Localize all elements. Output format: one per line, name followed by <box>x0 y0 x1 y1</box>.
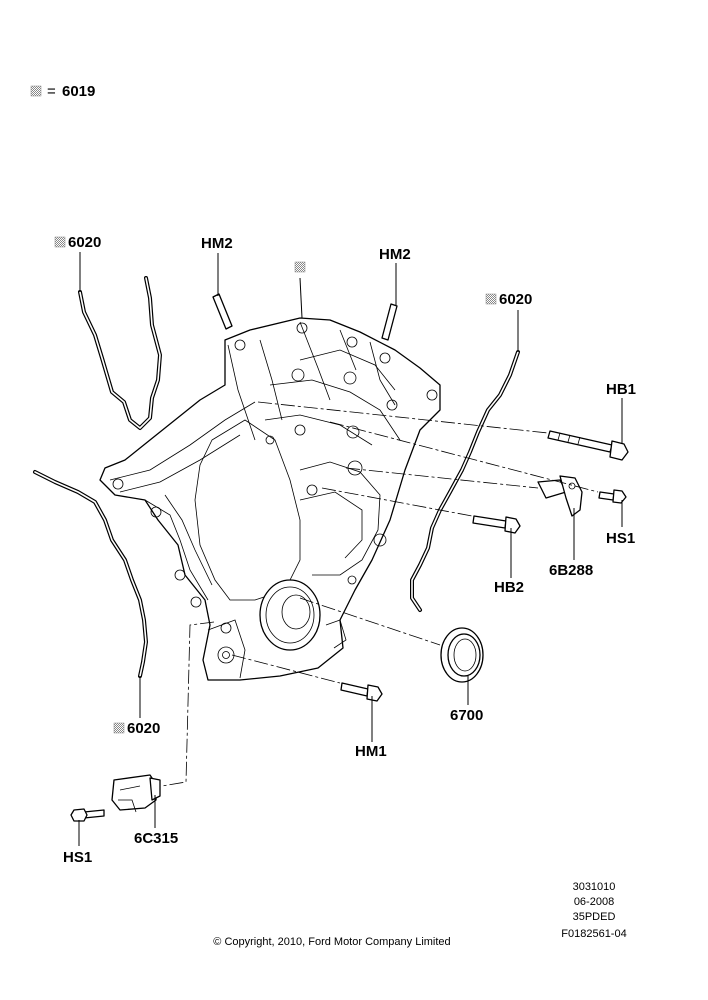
label-6700: 6700 <box>450 707 483 724</box>
info-line-1: 3031010 <box>573 881 616 893</box>
label-hb2: HB2 <box>494 579 524 596</box>
bolt-hs1-right <box>598 489 627 504</box>
info-line-4: F0182561-04 <box>561 928 626 940</box>
gasket-right <box>410 350 520 612</box>
legend-part-number: 6019 <box>62 83 95 100</box>
sealant-square-icon <box>54 236 66 248</box>
legend: = 6019 <box>30 83 95 100</box>
label-hm2-left: HM2 <box>201 235 233 252</box>
bolt-hm1 <box>340 682 383 702</box>
label-6020-bottom-left: 6020 <box>127 720 160 737</box>
front-seal <box>440 627 484 683</box>
label-hb1: HB1 <box>606 381 636 398</box>
dowel-right <box>381 303 398 341</box>
callout-labels: 6020 HM2 HM2 6020 HB1 HS1 6B288 HB2 6700… <box>54 234 636 866</box>
dowel-left <box>212 293 233 330</box>
leader-lines <box>78 252 623 846</box>
info-line-3: 35PDED <box>573 911 616 923</box>
gasket-bottom-left <box>33 470 148 678</box>
label-hs1-right: HS1 <box>606 530 635 547</box>
sealant-square-icon <box>485 293 497 305</box>
sealant-square-icon <box>113 722 125 734</box>
label-6020-top-left: 6020 <box>68 234 101 251</box>
bolt-hb2 <box>472 515 521 534</box>
alignment-lines <box>161 401 599 787</box>
front-cover <box>99 317 441 681</box>
label-hm1: HM1 <box>355 743 387 760</box>
legend-equals: = <box>47 83 56 100</box>
sensor-crank <box>111 774 161 813</box>
cover-sealant-icon <box>294 261 306 273</box>
info-line-2: 06-2008 <box>574 896 614 908</box>
info-block: 3031010 06-2008 35PDED F0182561-04 <box>561 881 626 940</box>
copyright-notice: © Copyright, 2010, Ford Motor Company Li… <box>213 936 450 948</box>
label-hm2-right: HM2 <box>379 246 411 263</box>
label-6b288: 6B288 <box>549 562 593 579</box>
bolt-hs1-left <box>70 808 105 822</box>
bolt-hb1 <box>547 430 629 461</box>
label-hs1-left: HS1 <box>63 849 92 866</box>
gasket-top-left <box>78 276 162 430</box>
sealant-square-icon <box>30 85 42 97</box>
label-6020-right: 6020 <box>499 291 532 308</box>
label-6c315: 6C315 <box>134 830 178 847</box>
